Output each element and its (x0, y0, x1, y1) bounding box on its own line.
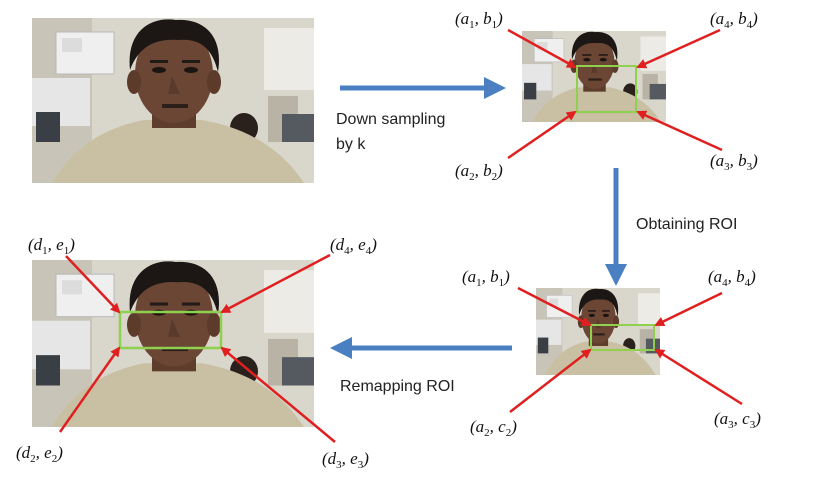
photo-downsampled-roi (535, 287, 661, 376)
label-obtaining-roi: Obtaining ROI (636, 216, 737, 233)
pointer-top-br (636, 110, 723, 152)
coord-top-tl: (a1, b1) (455, 9, 503, 31)
coord-left-bl: (d2, e2) (16, 443, 63, 465)
pointer-mid-tr (654, 291, 723, 327)
pointer-top-bl (507, 110, 577, 160)
pointer-arrows-top (507, 28, 723, 160)
photo-original (31, 17, 315, 184)
coord-left-br: (d3, e3) (322, 449, 369, 471)
pointer-mid-tl (517, 286, 592, 327)
coord-top-br: (a3, b3) (710, 151, 758, 173)
pointer-mid-br (654, 348, 743, 406)
photo-downsampled (521, 30, 667, 123)
photo-remapped (31, 259, 315, 428)
pointer-left-br (220, 346, 336, 443)
coord-top-bl: (a2, b2) (455, 161, 503, 183)
coord-mid-tr: (a4, b4) (708, 267, 756, 289)
label-down-sampling-line2: by k (336, 136, 366, 153)
pointer-arrows-left (58, 253, 336, 443)
pointer-top-tr (636, 28, 721, 69)
label-down-sampling-line1: Down sampling (336, 111, 445, 128)
roi-box-face (576, 65, 637, 113)
coord-top-tr: (a4, b4) (710, 9, 758, 31)
pointer-left-tr (220, 253, 331, 314)
label-remapping-roi: Remapping ROI (340, 378, 455, 395)
pointer-top-tl (507, 28, 577, 69)
coord-mid-br: (a3, c3) (714, 409, 761, 431)
coord-left-tl: (d1, e1) (28, 235, 75, 257)
pointer-left-tl (65, 255, 121, 314)
roi-box-eyes-small (590, 324, 655, 351)
pointer-arrows-mid (509, 286, 743, 413)
pointer-left-bl (58, 346, 121, 433)
coord-left-tr: (d4, e4) (330, 235, 377, 257)
roi-box-eyes-large (118, 310, 223, 350)
coord-mid-tl: (a1, b1) (462, 267, 510, 289)
coord-mid-bl: (a2, c2) (470, 417, 517, 439)
pointer-mid-bl (509, 348, 592, 413)
